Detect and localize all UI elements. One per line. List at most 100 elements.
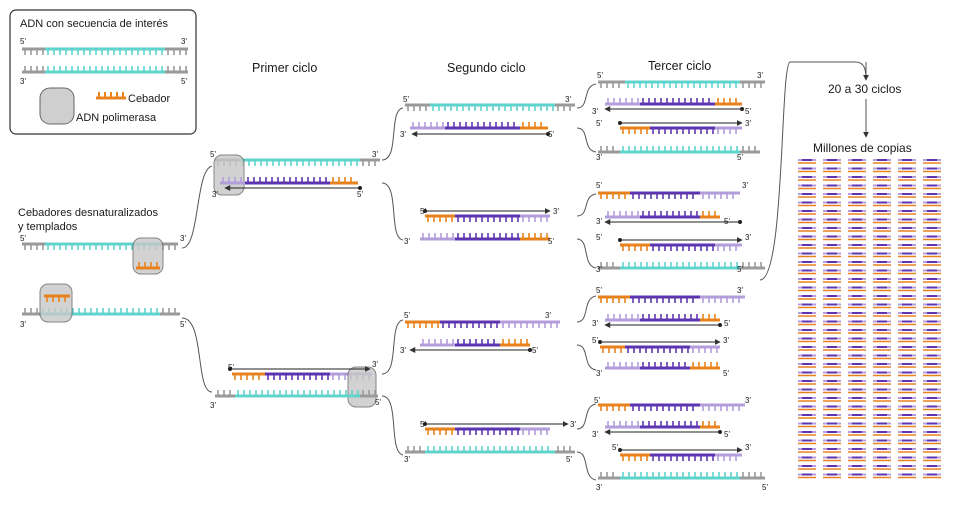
dna-copy xyxy=(923,405,941,411)
dna-copy xyxy=(848,456,866,462)
dna-copy xyxy=(898,295,916,300)
dna-copy xyxy=(823,261,841,266)
cycle3-strand xyxy=(598,472,765,480)
dna-copy xyxy=(898,371,916,377)
dna-copy xyxy=(923,337,941,343)
arrow-start-dot xyxy=(423,422,427,426)
dna-copy xyxy=(798,422,816,428)
dna-copy xyxy=(873,167,891,173)
dna-copy xyxy=(873,269,891,275)
dna-copy xyxy=(823,312,841,317)
dna-copy xyxy=(848,388,866,394)
dna-copy xyxy=(823,371,841,377)
dna-strands xyxy=(22,80,765,480)
dna-copy xyxy=(923,210,941,215)
dna-copy xyxy=(798,371,816,377)
dna-copy xyxy=(848,337,866,343)
dna-copy xyxy=(798,201,816,207)
dna-copy xyxy=(848,286,866,292)
dna-copy xyxy=(798,439,816,445)
dna-copy xyxy=(898,465,916,470)
dna-copy xyxy=(898,422,916,428)
dna-copy xyxy=(848,329,866,334)
dna-copy xyxy=(798,218,816,224)
legend-end-5-top: 5' xyxy=(20,37,26,46)
strand-end-label: 3' xyxy=(737,286,743,295)
dna-copy xyxy=(923,218,941,224)
dna-copy xyxy=(798,431,816,436)
strand-end-label: 3' xyxy=(565,95,571,104)
dna-copy xyxy=(873,184,891,190)
dna-copy xyxy=(848,252,866,258)
dna-copy xyxy=(798,295,816,300)
dna-copy xyxy=(798,456,816,462)
dna-copy xyxy=(898,346,916,351)
dna-copy xyxy=(823,329,841,334)
strand-end-label: 5' xyxy=(596,181,602,190)
dna-copy xyxy=(923,286,941,292)
arrow-start-dot xyxy=(740,107,744,111)
polymerase-icon xyxy=(39,283,73,323)
connector-line xyxy=(381,319,404,375)
cycle2-c-new2 xyxy=(420,339,530,347)
dna-copy xyxy=(898,167,916,173)
dna-copy xyxy=(873,303,891,309)
dna-copy xyxy=(923,227,941,232)
strand-end-label: 5' xyxy=(548,237,554,246)
strand-end-label: 3' xyxy=(596,217,602,226)
dna-copy xyxy=(898,176,916,181)
arrow-start-dot xyxy=(738,220,742,224)
dna-copy xyxy=(848,354,866,360)
cycle2-a-template xyxy=(405,103,575,111)
dna-copy xyxy=(798,320,816,326)
cycle1-b-template xyxy=(215,390,378,398)
strand-end-label: 5' xyxy=(210,150,216,159)
cycle3-title: Tercer ciclo xyxy=(648,59,711,73)
connector-line xyxy=(181,165,213,249)
legend-strand-top xyxy=(22,47,188,55)
dna-copy xyxy=(848,278,866,283)
dna-copy xyxy=(923,278,941,283)
cycle2-b-new2 xyxy=(420,233,550,241)
dna-copy xyxy=(848,312,866,317)
dna-copy xyxy=(873,312,891,317)
dna-copy xyxy=(848,235,866,241)
strand-end-label: 3' xyxy=(210,401,216,410)
connector-line xyxy=(759,61,867,281)
dna-copy xyxy=(848,405,866,411)
dna-copy xyxy=(873,346,891,351)
dna-copy xyxy=(823,354,841,360)
dna-copy xyxy=(848,414,866,419)
dna-copy xyxy=(848,397,866,402)
dna-copy xyxy=(898,320,916,326)
dna-copy xyxy=(848,159,866,164)
dna-copy xyxy=(873,388,891,394)
dna-copy xyxy=(798,176,816,181)
connector-line xyxy=(576,451,597,481)
arrow-start-dot xyxy=(618,448,622,452)
strand-end-label: 5' xyxy=(597,71,603,80)
dna-copy xyxy=(873,244,891,249)
strand-end-label: 3' xyxy=(742,181,748,190)
dna-copy xyxy=(798,397,816,402)
dna-copy xyxy=(923,456,941,462)
dna-copy xyxy=(823,269,841,275)
dna-copy xyxy=(923,329,941,334)
connector-line xyxy=(381,107,404,161)
dna-copy xyxy=(823,218,841,224)
dna-copy xyxy=(823,397,841,402)
dna-copy xyxy=(898,363,916,368)
dna-copy xyxy=(898,329,916,334)
dna-copy xyxy=(798,193,816,198)
dna-copy xyxy=(823,456,841,462)
dna-copy xyxy=(798,235,816,241)
dna-copy xyxy=(873,431,891,436)
dna-copy xyxy=(798,261,816,266)
dna-copy xyxy=(798,346,816,351)
dna-copy xyxy=(873,414,891,419)
dna-copy xyxy=(873,448,891,453)
strand-end-label: 5' xyxy=(724,430,730,439)
dna-copy xyxy=(823,244,841,249)
dna-copy xyxy=(873,380,891,385)
dna-copy xyxy=(873,354,891,360)
